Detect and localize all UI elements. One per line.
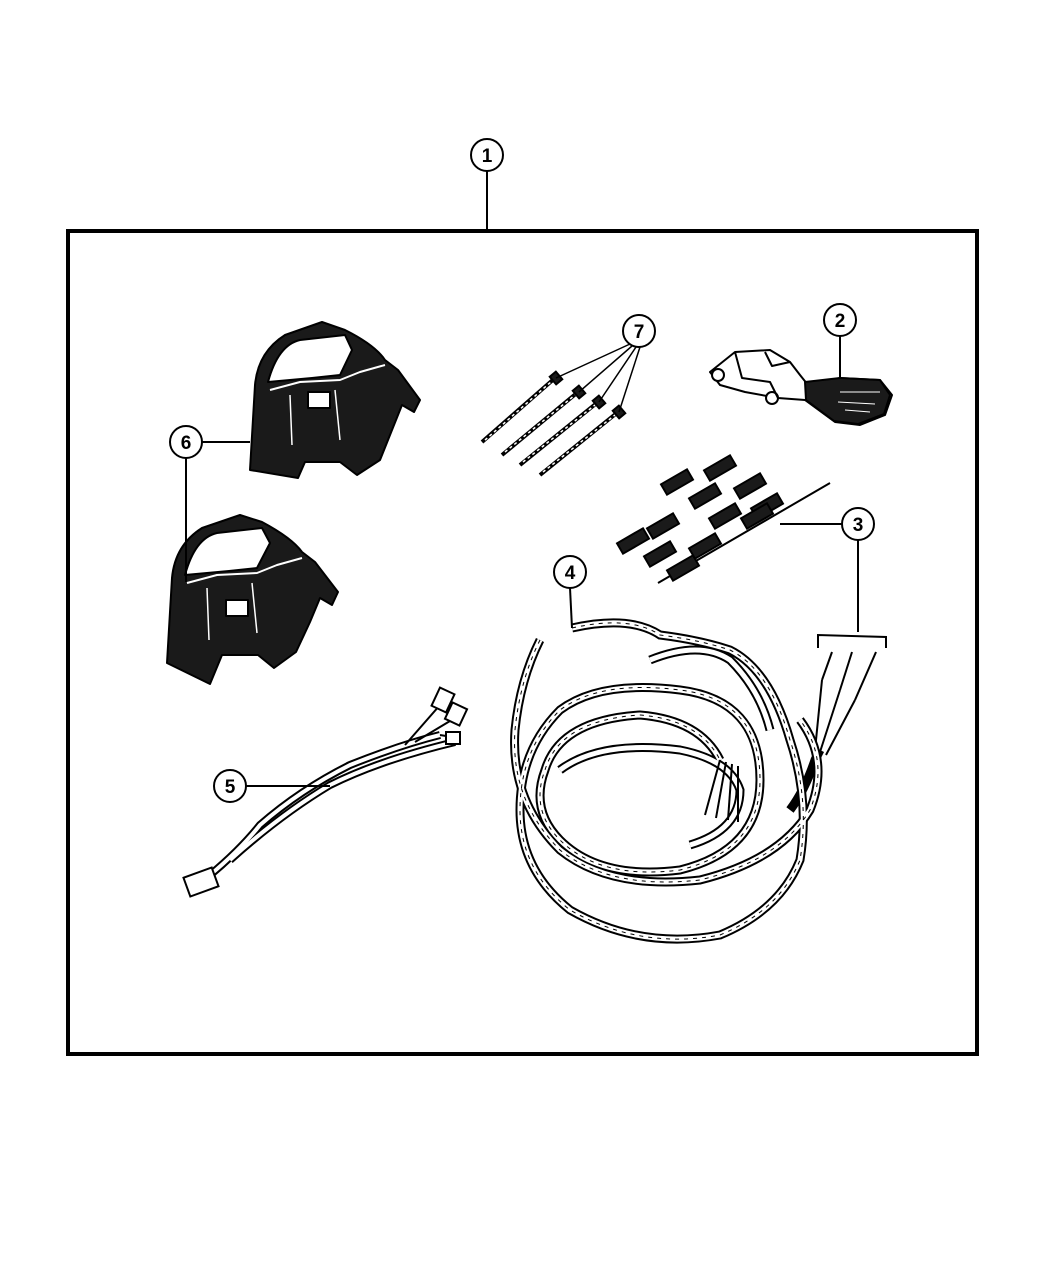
callout-3-label: 3 bbox=[853, 515, 864, 536]
callout-1[interactable]: 1 bbox=[470, 138, 504, 231]
callout-2[interactable]: 2 bbox=[823, 303, 857, 378]
callout-3[interactable]: 3 bbox=[780, 507, 875, 632]
callout-6[interactable]: 6 bbox=[169, 425, 250, 582]
callout-4[interactable]: 4 bbox=[553, 555, 587, 629]
callout-1-label: 1 bbox=[482, 146, 493, 167]
callout-2-label: 2 bbox=[835, 311, 846, 332]
callout-4-label: 4 bbox=[565, 563, 576, 584]
callout-7[interactable]: 7 bbox=[555, 314, 656, 413]
callout-5[interactable]: 5 bbox=[213, 769, 330, 803]
callout-7-label: 7 bbox=[634, 322, 645, 343]
tie-strap-icon bbox=[480, 370, 627, 477]
wire-ends-icon bbox=[814, 633, 887, 756]
kit-frame bbox=[66, 229, 979, 1056]
terminals-icon bbox=[615, 453, 831, 584]
column-shroud-icon bbox=[166, 321, 421, 685]
callout-5-label: 5 bbox=[225, 777, 236, 798]
wire-harness-coil-icon bbox=[510, 618, 825, 944]
cruise-switch-icon bbox=[709, 349, 893, 426]
callout-6-label: 6 bbox=[181, 433, 192, 454]
